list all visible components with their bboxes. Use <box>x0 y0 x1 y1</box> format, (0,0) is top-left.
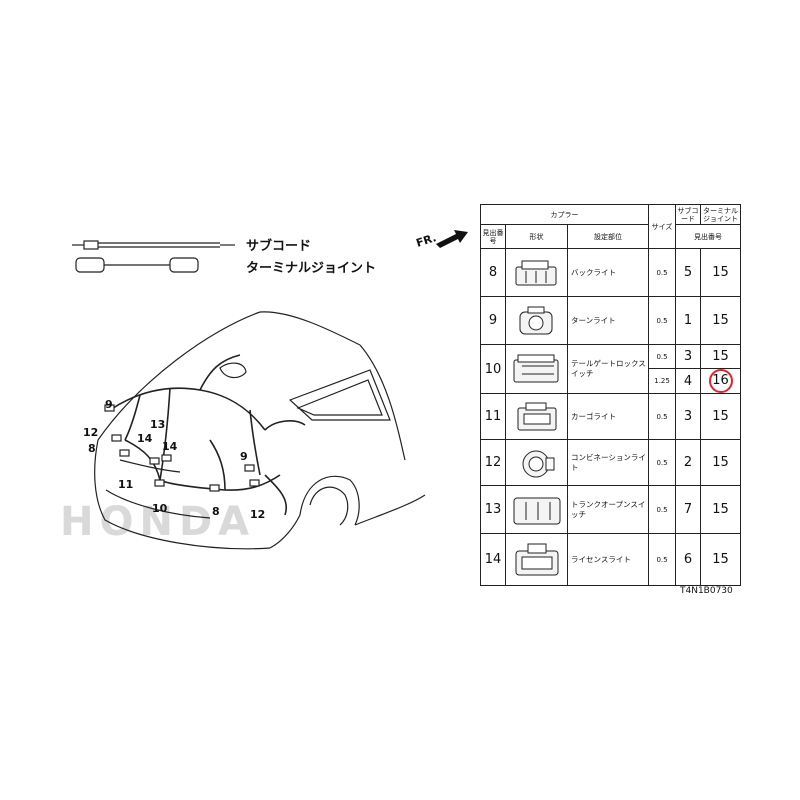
header-item-no: 見出番号 <box>480 224 506 249</box>
sub-cord-value: 5 <box>675 248 702 297</box>
size-value: 1.25 <box>648 368 677 394</box>
joint-value: 15 <box>700 393 742 440</box>
callout-label: 14 <box>137 432 153 445</box>
row-number: 14 <box>480 533 506 586</box>
coupler-shape-icon <box>505 296 568 345</box>
callout-label: 10 <box>152 502 168 515</box>
callout-label: 13 <box>150 418 165 431</box>
front-arrow-icon <box>436 230 468 248</box>
joint-value: 15 <box>700 296 742 345</box>
table-row: 12 コンビネーションライト 0.5 2 15 <box>480 439 742 486</box>
car-body-outline <box>94 311 426 550</box>
joint-value: 15 <box>700 344 742 369</box>
location-label: ターンライト <box>566 296 650 345</box>
row-number: 9 <box>480 296 506 345</box>
header-shape: 形状 <box>505 224 568 249</box>
car-diagram: HONDA 9 <box>60 311 426 550</box>
sub-cord-value: 1 <box>675 296 702 345</box>
size-value: 0.5 <box>648 533 677 586</box>
sub-cord-value: 3 <box>675 393 702 440</box>
row-number: 10 <box>480 344 506 394</box>
header-size: サイズ <box>648 204 677 249</box>
header-location: 設定部位 <box>566 224 650 249</box>
size-value: 0.5 <box>648 248 677 297</box>
callout-label: 9 <box>105 398 113 411</box>
joint-value: 15 <box>700 533 742 586</box>
legend-terminal-joint-label: ターミナルジョイント <box>246 261 377 276</box>
location-label: コンビネーションライト <box>566 439 650 486</box>
joint-value: 15 <box>700 439 742 486</box>
location-label: トランクオープンスイッチ <box>566 485 650 534</box>
table-row: 8 バックライト 0.5 5 15 <box>480 248 742 297</box>
table-row: 11 カーゴライト 0.5 3 15 <box>480 393 742 440</box>
header-terminal-joint: ターミナルジョイント <box>700 204 742 225</box>
table-row: 10 テールゲートロックスイッチ 0.5 3 15 <box>480 344 742 394</box>
sub-cord-value: 7 <box>675 485 702 534</box>
joint-value: 15 <box>700 485 742 534</box>
header-coupler: カプラー <box>479 204 650 225</box>
coupler-shape-icon <box>505 344 568 394</box>
callout-label: 8 <box>212 505 220 518</box>
sub-cord-value: 6 <box>675 533 702 586</box>
row-number: 8 <box>480 248 506 297</box>
joint-value-highlighted: 16 <box>700 368 742 394</box>
location-label: カーゴライト <box>566 393 650 440</box>
size-value: 0.5 <box>648 439 677 486</box>
callout-label: 12 <box>250 508 265 521</box>
callout-label: 11 <box>118 478 133 491</box>
connector-markers <box>104 404 260 492</box>
size-value: 0.5 <box>648 485 677 534</box>
sub-cord-value: 4 <box>675 368 702 394</box>
terminal-joint-icon <box>75 257 199 273</box>
location-label: バックライト <box>566 248 650 297</box>
header-sub-cord: サブコード <box>675 204 702 225</box>
table-row: 13 トランクオープンスイッチ 0.5 7 15 <box>480 485 742 534</box>
diagram-code: T4N1B0730 <box>680 586 733 596</box>
size-value: 0.5 <box>648 344 677 369</box>
coupler-shape-icon <box>505 533 568 586</box>
highlight-circle: 16 <box>708 369 733 393</box>
size-value: 0.5 <box>648 296 677 345</box>
location-label: ライセンスライト <box>566 533 650 586</box>
sub-cord-icon <box>72 240 235 250</box>
location-label: テールゲートロックスイッチ <box>566 344 650 394</box>
parts-table: カプラー サイズ サブコード ターミナルジョイント 見出番号 形状 設定部位 見… <box>479 204 742 586</box>
callout-label: 14 <box>162 440 178 453</box>
coupler-shape-icon <box>505 248 568 297</box>
wire-harness <box>109 354 306 516</box>
coupler-shape-icon <box>505 485 568 534</box>
sub-cord-value: 3 <box>675 344 702 369</box>
row-number: 11 <box>480 393 506 440</box>
row-number: 13 <box>480 485 506 534</box>
coupler-shape-icon <box>505 439 568 486</box>
callout-label: 9 <box>240 450 248 463</box>
table-row: 9 ターンライト 0.5 1 15 <box>480 296 742 345</box>
legend-sub-cord-label: サブコード <box>246 239 312 254</box>
callout-label: 8 <box>88 442 96 455</box>
honda-watermark: HONDA <box>60 499 255 545</box>
sub-cord-value: 2 <box>675 439 702 486</box>
legend-icons <box>72 240 235 273</box>
table-row: 14 ライセンスライト 0.5 6 15 <box>480 533 742 586</box>
size-value: 0.5 <box>648 393 677 440</box>
coupler-shape-icon <box>505 393 568 440</box>
joint-value: 15 <box>700 248 742 297</box>
callout-label: 12 <box>83 426 98 439</box>
row-number: 12 <box>480 439 506 486</box>
header-ref-no: 見出番号 <box>675 224 742 249</box>
